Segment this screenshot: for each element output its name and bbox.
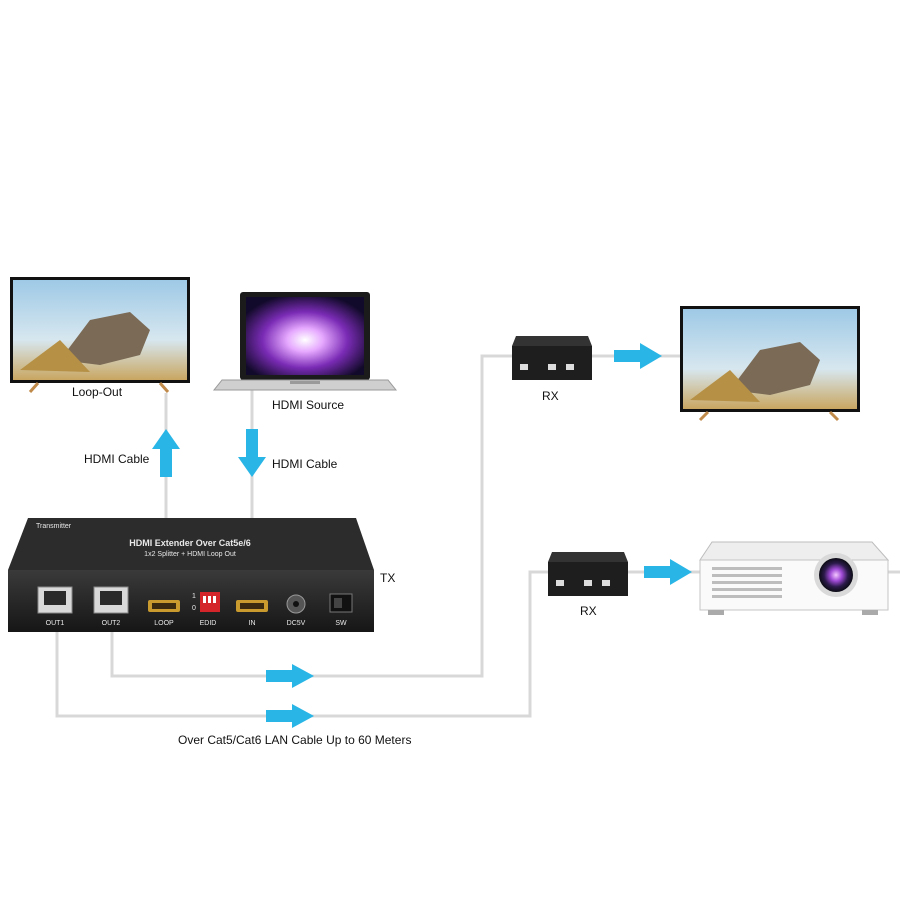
lan-cable-caption: Over Cat5/Cat6 LAN Cable Up to 60 Meters — [178, 733, 411, 747]
dip-mark-0: 0 — [192, 605, 196, 612]
port-label-edid: EDID — [200, 620, 217, 627]
hdmi-cable-label-loop: HDMI Cable — [84, 452, 149, 466]
arrow-icon — [238, 429, 266, 477]
arrow-icon — [266, 664, 314, 688]
loop-out-label: Loop-Out — [72, 385, 122, 399]
tx-brand-text: Transmitter — [36, 523, 72, 530]
port-label-out2: OUT2 — [102, 620, 121, 627]
arrow-icon — [614, 343, 662, 369]
hdmi-source-label: HDMI Source — [272, 398, 344, 412]
port-label-out1: OUT1 — [46, 620, 65, 627]
port-label-sw: SW — [335, 620, 347, 627]
dip-mark-1: 1 — [192, 593, 196, 600]
tv-icon — [680, 306, 860, 420]
arrow-icon — [266, 704, 314, 728]
tx-title-text: HDMI Extender Over Cat5e/6 — [129, 538, 251, 548]
receiver-icon — [512, 336, 592, 380]
port-label-dc5v: DC5V — [287, 620, 306, 627]
port-label-loop: LOOP — [154, 620, 174, 627]
receiver-icon — [548, 552, 628, 596]
rx-label-bottom: RX — [580, 604, 597, 618]
hdmi-cable-label-source: HDMI Cable — [272, 457, 337, 471]
arrow-icon — [152, 429, 180, 477]
transmitter-icon: Transmitter HDMI Extender Over Cat5e/6 1… — [8, 518, 374, 632]
port-label-in: IN — [249, 620, 256, 627]
arrow-icon — [644, 559, 692, 585]
laptop-icon — [214, 292, 396, 390]
tx-label: TX — [380, 571, 395, 585]
tv-icon — [10, 277, 190, 392]
tx-subtitle-text: 1x2 Splitter + HDMI Loop Out — [144, 551, 236, 558]
projector-icon — [700, 542, 888, 615]
rx-label-top: RX — [542, 389, 559, 403]
